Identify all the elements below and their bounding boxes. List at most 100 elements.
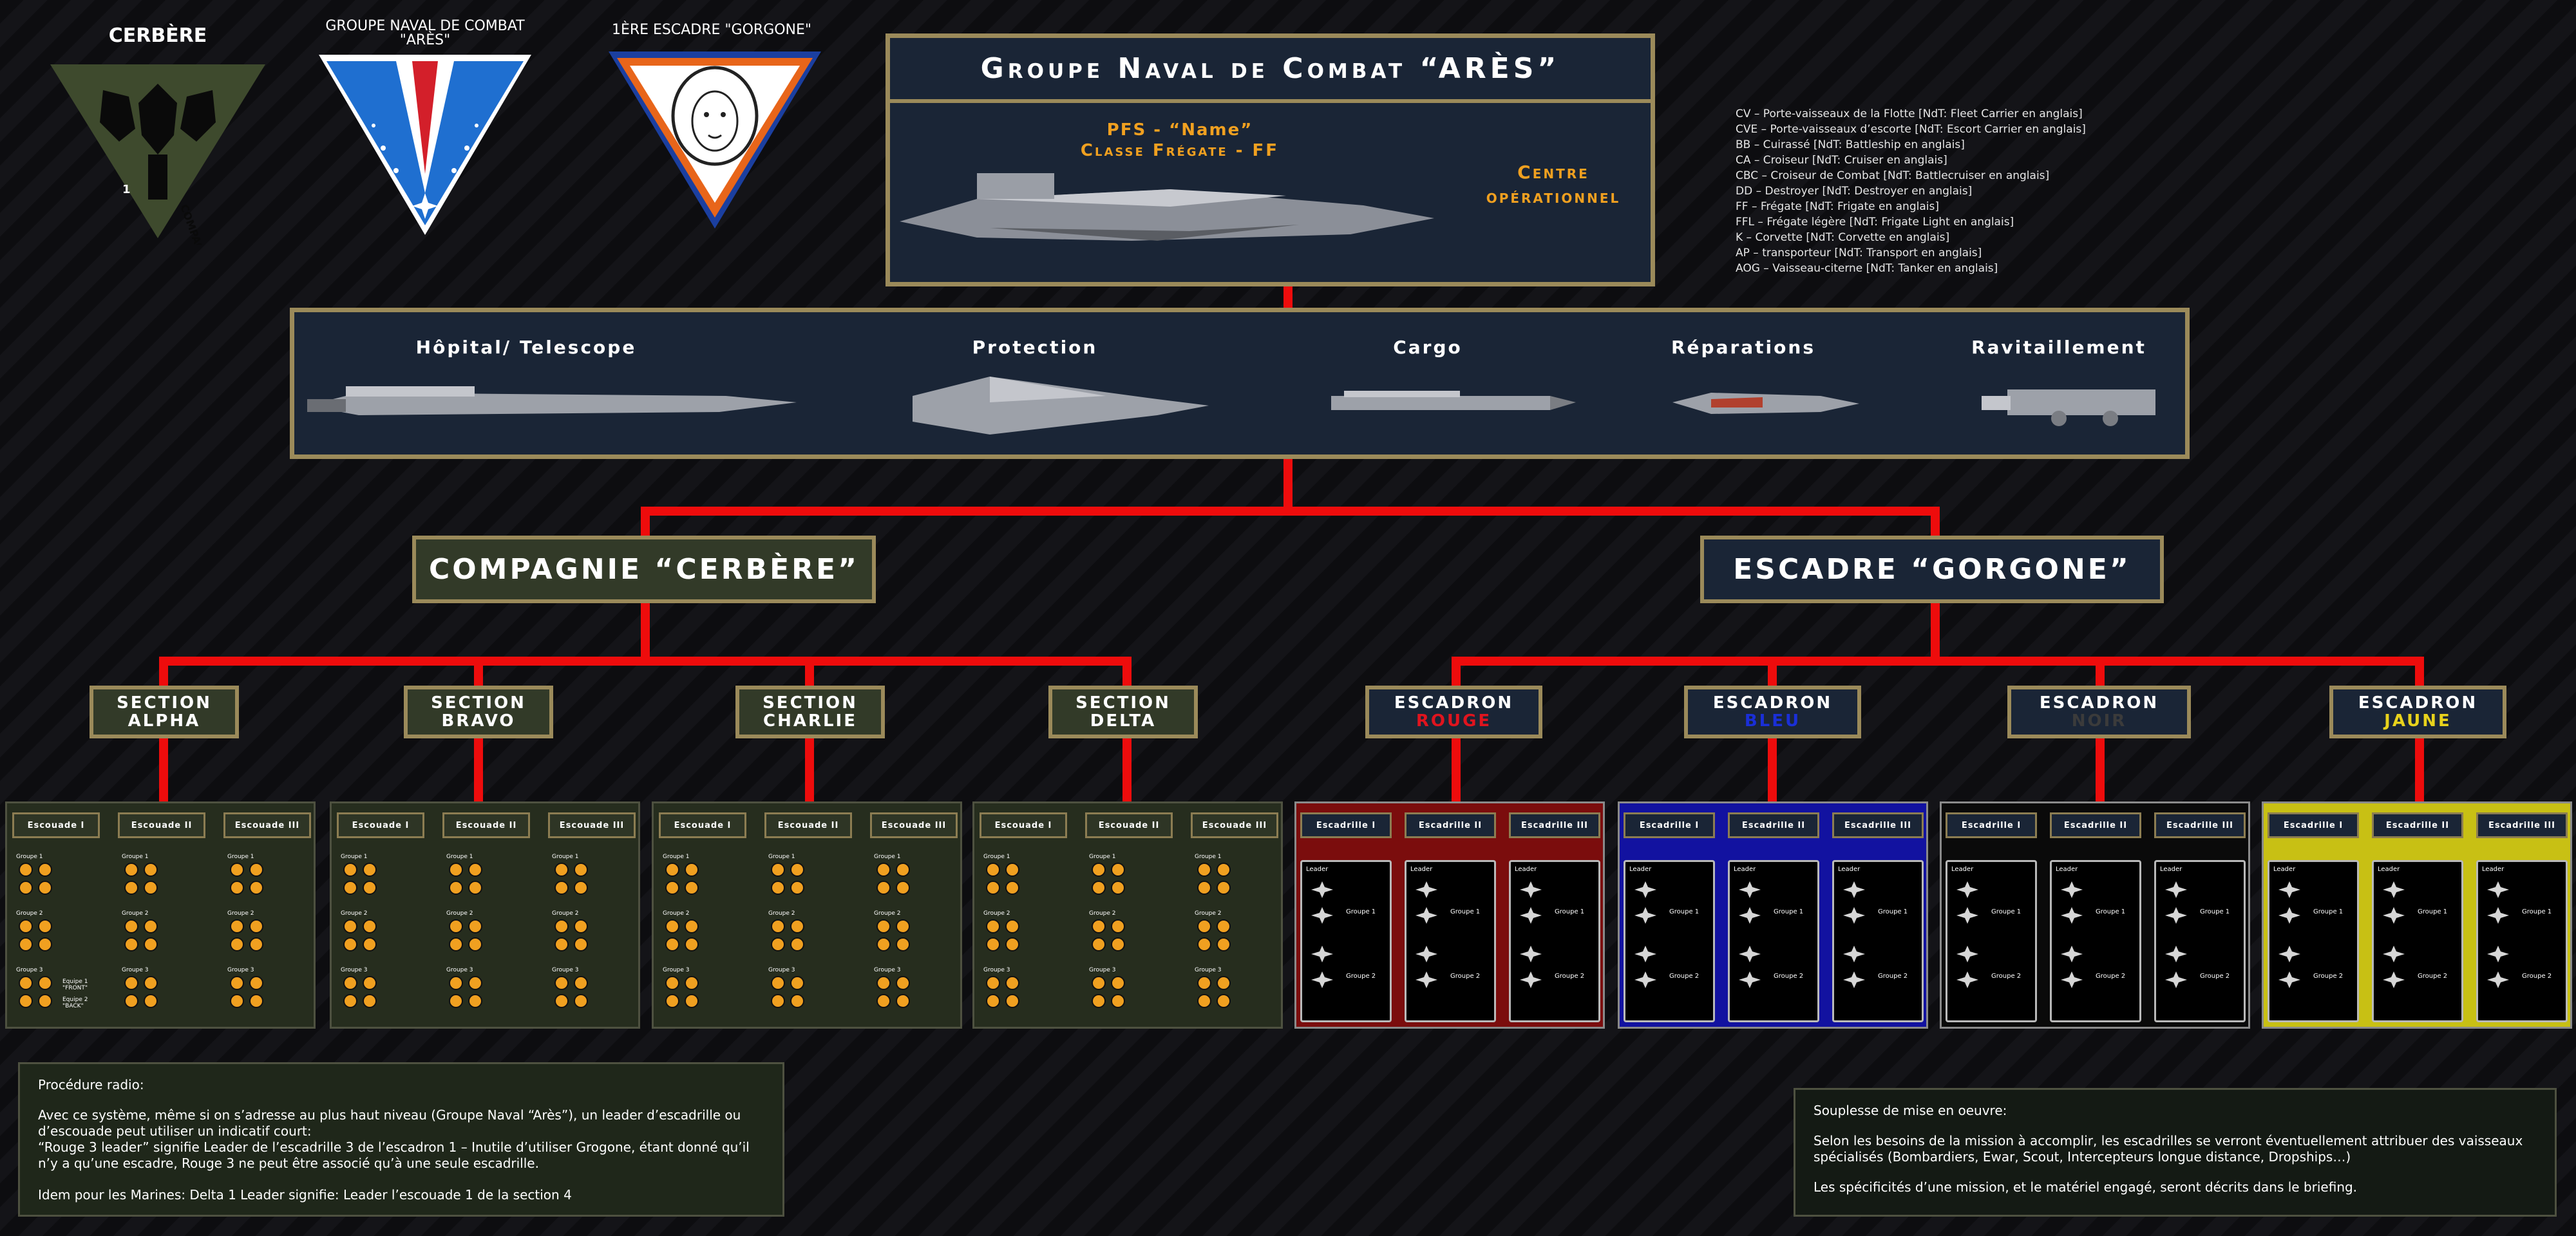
flight-tab[interactable]: Escadrille III — [1832, 812, 1924, 838]
flight-tab[interactable]: Escadrille III — [2154, 812, 2246, 838]
marine-icon — [876, 994, 891, 1008]
group-label: Groupe 1 — [122, 854, 149, 860]
group-label: Groupe 1 — [983, 854, 1010, 860]
group-label: Groupe 2 — [552, 910, 579, 917]
marine-icon — [1111, 976, 1125, 990]
marine-icon — [363, 976, 377, 990]
leader-label: Leader — [1734, 866, 1756, 873]
section-charlie-box: SECTION CHARLIE — [735, 686, 885, 738]
marine-icon — [1005, 976, 1019, 990]
fighter-icon — [1634, 971, 1656, 988]
marine-icon — [1217, 994, 1231, 1008]
squad-tab[interactable]: Escouade I — [337, 812, 424, 838]
fighter-icon — [1843, 881, 1865, 898]
flight-tab[interactable]: Escadrille III — [2476, 812, 2568, 838]
squad-tab[interactable]: Escouade III — [870, 812, 958, 838]
flight-tab[interactable]: Escadrille I — [1624, 812, 1715, 838]
marine-icon — [230, 863, 244, 877]
group-label: Groupe 1 — [768, 854, 795, 860]
group-label: Groupe 3 — [341, 967, 368, 973]
group-label: Groupe 2 — [768, 910, 795, 917]
marine-icon — [144, 937, 158, 951]
fighter-icon — [1739, 907, 1761, 924]
squad-tab[interactable]: Escouade II — [764, 812, 852, 838]
marine-icon — [124, 881, 138, 895]
fighter-icon — [1739, 971, 1761, 988]
group-label: Groupe 2 — [874, 910, 901, 917]
escadron-top: ESCADRON — [1712, 693, 1833, 713]
squad-tab[interactable]: Escouade I — [659, 812, 746, 838]
group-label: Groupe 3 — [768, 967, 795, 973]
flight-tab[interactable]: Escadrille II — [2372, 812, 2463, 838]
leader-label: Leader — [1515, 866, 1537, 873]
fighter-icon — [2061, 881, 2083, 898]
flight-tab[interactable]: Escadrille II — [2050, 812, 2141, 838]
marine-icon — [343, 976, 357, 990]
squad-tab[interactable]: Escouade II — [442, 812, 530, 838]
fighter-icon — [1739, 881, 1761, 898]
flight-tab[interactable]: Escadrille I — [1946, 812, 2037, 838]
connector-noir-down — [2096, 737, 2105, 801]
group-label: Groupe 1 — [1089, 854, 1116, 860]
marine-icon — [1092, 881, 1106, 895]
group1-label: Groupe 1 — [2418, 908, 2448, 915]
marine-icon — [771, 919, 785, 933]
group-label: Groupe 2 — [1195, 910, 1222, 917]
fighter-icon — [2487, 971, 2509, 988]
marine-icon — [1197, 976, 1211, 990]
marine-icon — [771, 863, 785, 877]
connector-charlie — [805, 657, 814, 689]
fighter-icon — [1843, 907, 1865, 924]
squad-tab[interactable]: Escouade II — [1085, 812, 1173, 838]
leader-label: Leader — [1306, 866, 1329, 873]
support-label-hospital: Hôpital/ Telescope — [415, 337, 637, 358]
fighter-icon — [1311, 907, 1333, 924]
group-label: Groupe 3 — [1089, 967, 1116, 973]
marine-icon — [771, 937, 785, 951]
flight-tab[interactable]: Escadrille I — [1300, 812, 1392, 838]
squad-tab[interactable]: Escouade I — [12, 812, 100, 838]
flight-tab[interactable]: Escadrille II — [1405, 812, 1496, 838]
escadron-name: ROUGE — [1416, 711, 1492, 731]
flight-tab[interactable]: Escadrille I — [2268, 812, 2359, 838]
flight-tab[interactable]: Escadrille III — [1509, 812, 1600, 838]
group2-label: Groupe 2 — [1774, 973, 1804, 980]
marine-icon — [19, 976, 33, 990]
hq-title: Groupe Naval de Combat “ARÈS” — [980, 52, 1560, 85]
hq-ship-name: PFS - “Name” — [1106, 120, 1253, 140]
marine-icon — [1111, 994, 1125, 1008]
marine-icon — [1111, 881, 1125, 895]
marine-icon — [249, 994, 263, 1008]
flight-tab[interactable]: Escadrille II — [1728, 812, 1819, 838]
fighter-icon — [2278, 946, 2300, 962]
connector-support-branches — [1283, 459, 1293, 510]
squad-tab[interactable]: Escouade II — [118, 812, 205, 838]
connector-cerbere-down — [641, 603, 650, 661]
group-label: Groupe 2 — [122, 910, 149, 917]
section-bravo-squads-panel: Escouade I Groupe 1 Groupe 2 Groupe 3 Escoua… — [330, 801, 640, 1029]
group-label: Groupe 3 — [663, 967, 690, 973]
group2-label: Groupe 2 — [1450, 973, 1481, 980]
squad-tab[interactable]: Escouade III — [223, 812, 311, 838]
leader-label: Leader — [2482, 866, 2505, 873]
fighter-icon — [1956, 881, 1978, 898]
fighter-icon — [2383, 881, 2405, 898]
hospital-ship-icon — [307, 386, 797, 415]
squad-tab[interactable]: Escouade I — [980, 812, 1067, 838]
marine-icon — [449, 919, 463, 933]
group-label: Groupe 1 — [446, 854, 473, 860]
section-top: SECTION — [762, 693, 858, 713]
connector-bleu-down — [1768, 737, 1777, 801]
support-label-protection: Protection — [972, 337, 1098, 358]
support-panel: Hôpital/ Telescope Protection Cargo Répa… — [290, 308, 2190, 459]
marine-icon — [790, 919, 804, 933]
squad-tab[interactable]: Escouade III — [548, 812, 636, 838]
group-label: Groupe 2 — [341, 910, 368, 917]
squad-tab[interactable]: Escouade III — [1191, 812, 1278, 838]
group-label: Groupe 1 — [1195, 854, 1222, 860]
marine-icon — [1005, 863, 1019, 877]
marine-icon — [665, 881, 679, 895]
marine-icon — [896, 919, 910, 933]
